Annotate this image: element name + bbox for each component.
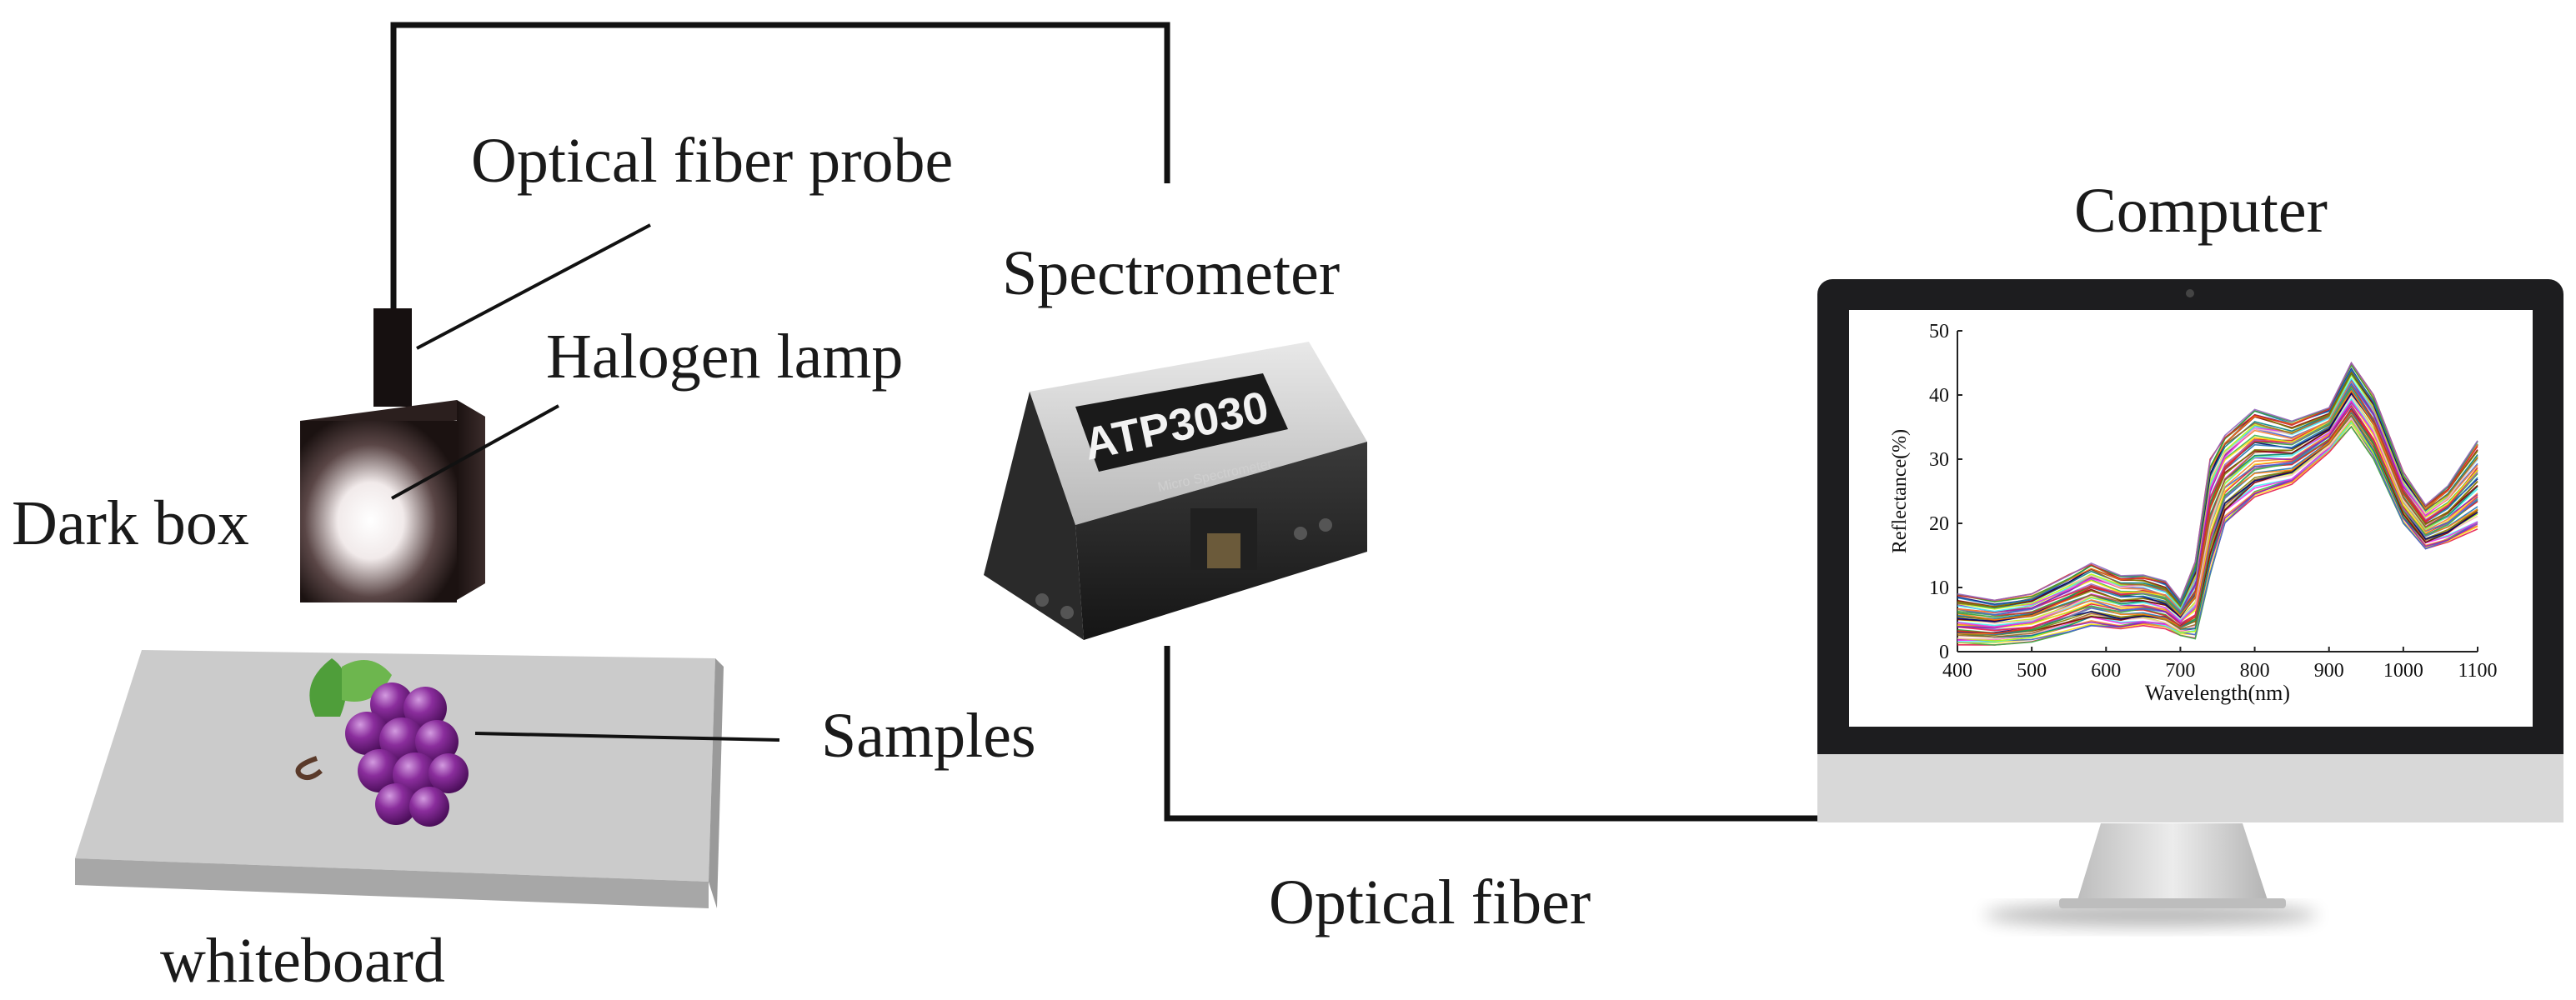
spectrum-line bbox=[1957, 390, 2478, 621]
x-tick-label: 1100 bbox=[2458, 660, 2497, 682]
spectrum-line bbox=[1957, 363, 2478, 603]
y-tick-label: 0 bbox=[1939, 642, 1949, 663]
label-samples: Samples bbox=[821, 701, 1036, 771]
spectrum-line bbox=[1957, 411, 2478, 637]
label-optical-fiber-probe: Optical fiber probe bbox=[471, 126, 954, 196]
label-whiteboard: whiteboard bbox=[160, 926, 445, 996]
x-tick-label: 500 bbox=[2017, 660, 2047, 682]
label-optical-fiber: Optical fiber bbox=[1269, 868, 1591, 938]
x-tick-label: 1000 bbox=[2383, 660, 2423, 682]
spectrum-line bbox=[1957, 394, 2478, 624]
y-axis-title: Reflectance(%) bbox=[1889, 429, 1911, 553]
optical-fiber-cable bbox=[1164, 646, 1834, 822]
grape-icon bbox=[295, 658, 469, 827]
y-tick-label: 20 bbox=[1929, 513, 1949, 535]
label-computer: Computer bbox=[2074, 176, 2328, 246]
spectrum-line bbox=[1957, 419, 2478, 642]
label-halogen-lamp: Halogen lamp bbox=[546, 322, 904, 392]
spectrum-line bbox=[1957, 378, 2478, 613]
leader-samples bbox=[474, 732, 780, 742]
spectrum-line bbox=[1957, 372, 2478, 609]
fiber-probe-cable bbox=[390, 22, 1170, 325]
x-tick-label: 900 bbox=[2314, 660, 2344, 682]
spectrum-line bbox=[1957, 408, 2478, 634]
x-tick-label: 400 bbox=[1942, 660, 1972, 682]
y-tick-label: 10 bbox=[1929, 578, 1949, 599]
spectrum-line bbox=[1957, 414, 2478, 638]
label-spectrometer: Spectrometer bbox=[1002, 238, 1341, 308]
leader-halogen-lamp bbox=[391, 404, 559, 500]
x-axis-title: Wavelength(nm) bbox=[2145, 681, 2290, 705]
label-dark-box: Dark box bbox=[12, 488, 249, 558]
optical-fiber-probe bbox=[373, 308, 412, 407]
x-tick-label: 600 bbox=[2091, 660, 2121, 682]
spectrum-line bbox=[1957, 383, 2478, 617]
y-tick-label: 40 bbox=[1929, 385, 1949, 407]
spectrum-line bbox=[1957, 401, 2478, 629]
y-tick-label: 50 bbox=[1929, 321, 1949, 342]
spectrometer-device bbox=[984, 342, 1367, 640]
y-tick-label: 30 bbox=[1929, 449, 1949, 471]
dark-box bbox=[300, 400, 485, 602]
spectrum-line bbox=[1957, 361, 2478, 602]
x-tick-label: 800 bbox=[2240, 660, 2270, 682]
spectral-reflectance-chart: 400 500 600 700 800 900 1000 1100 0 10 20 30 40 50Wav… bbox=[1889, 321, 2498, 705]
x-tick-label: 700 bbox=[2165, 660, 2195, 682]
leader-optical-fiber-probe bbox=[416, 223, 651, 350]
